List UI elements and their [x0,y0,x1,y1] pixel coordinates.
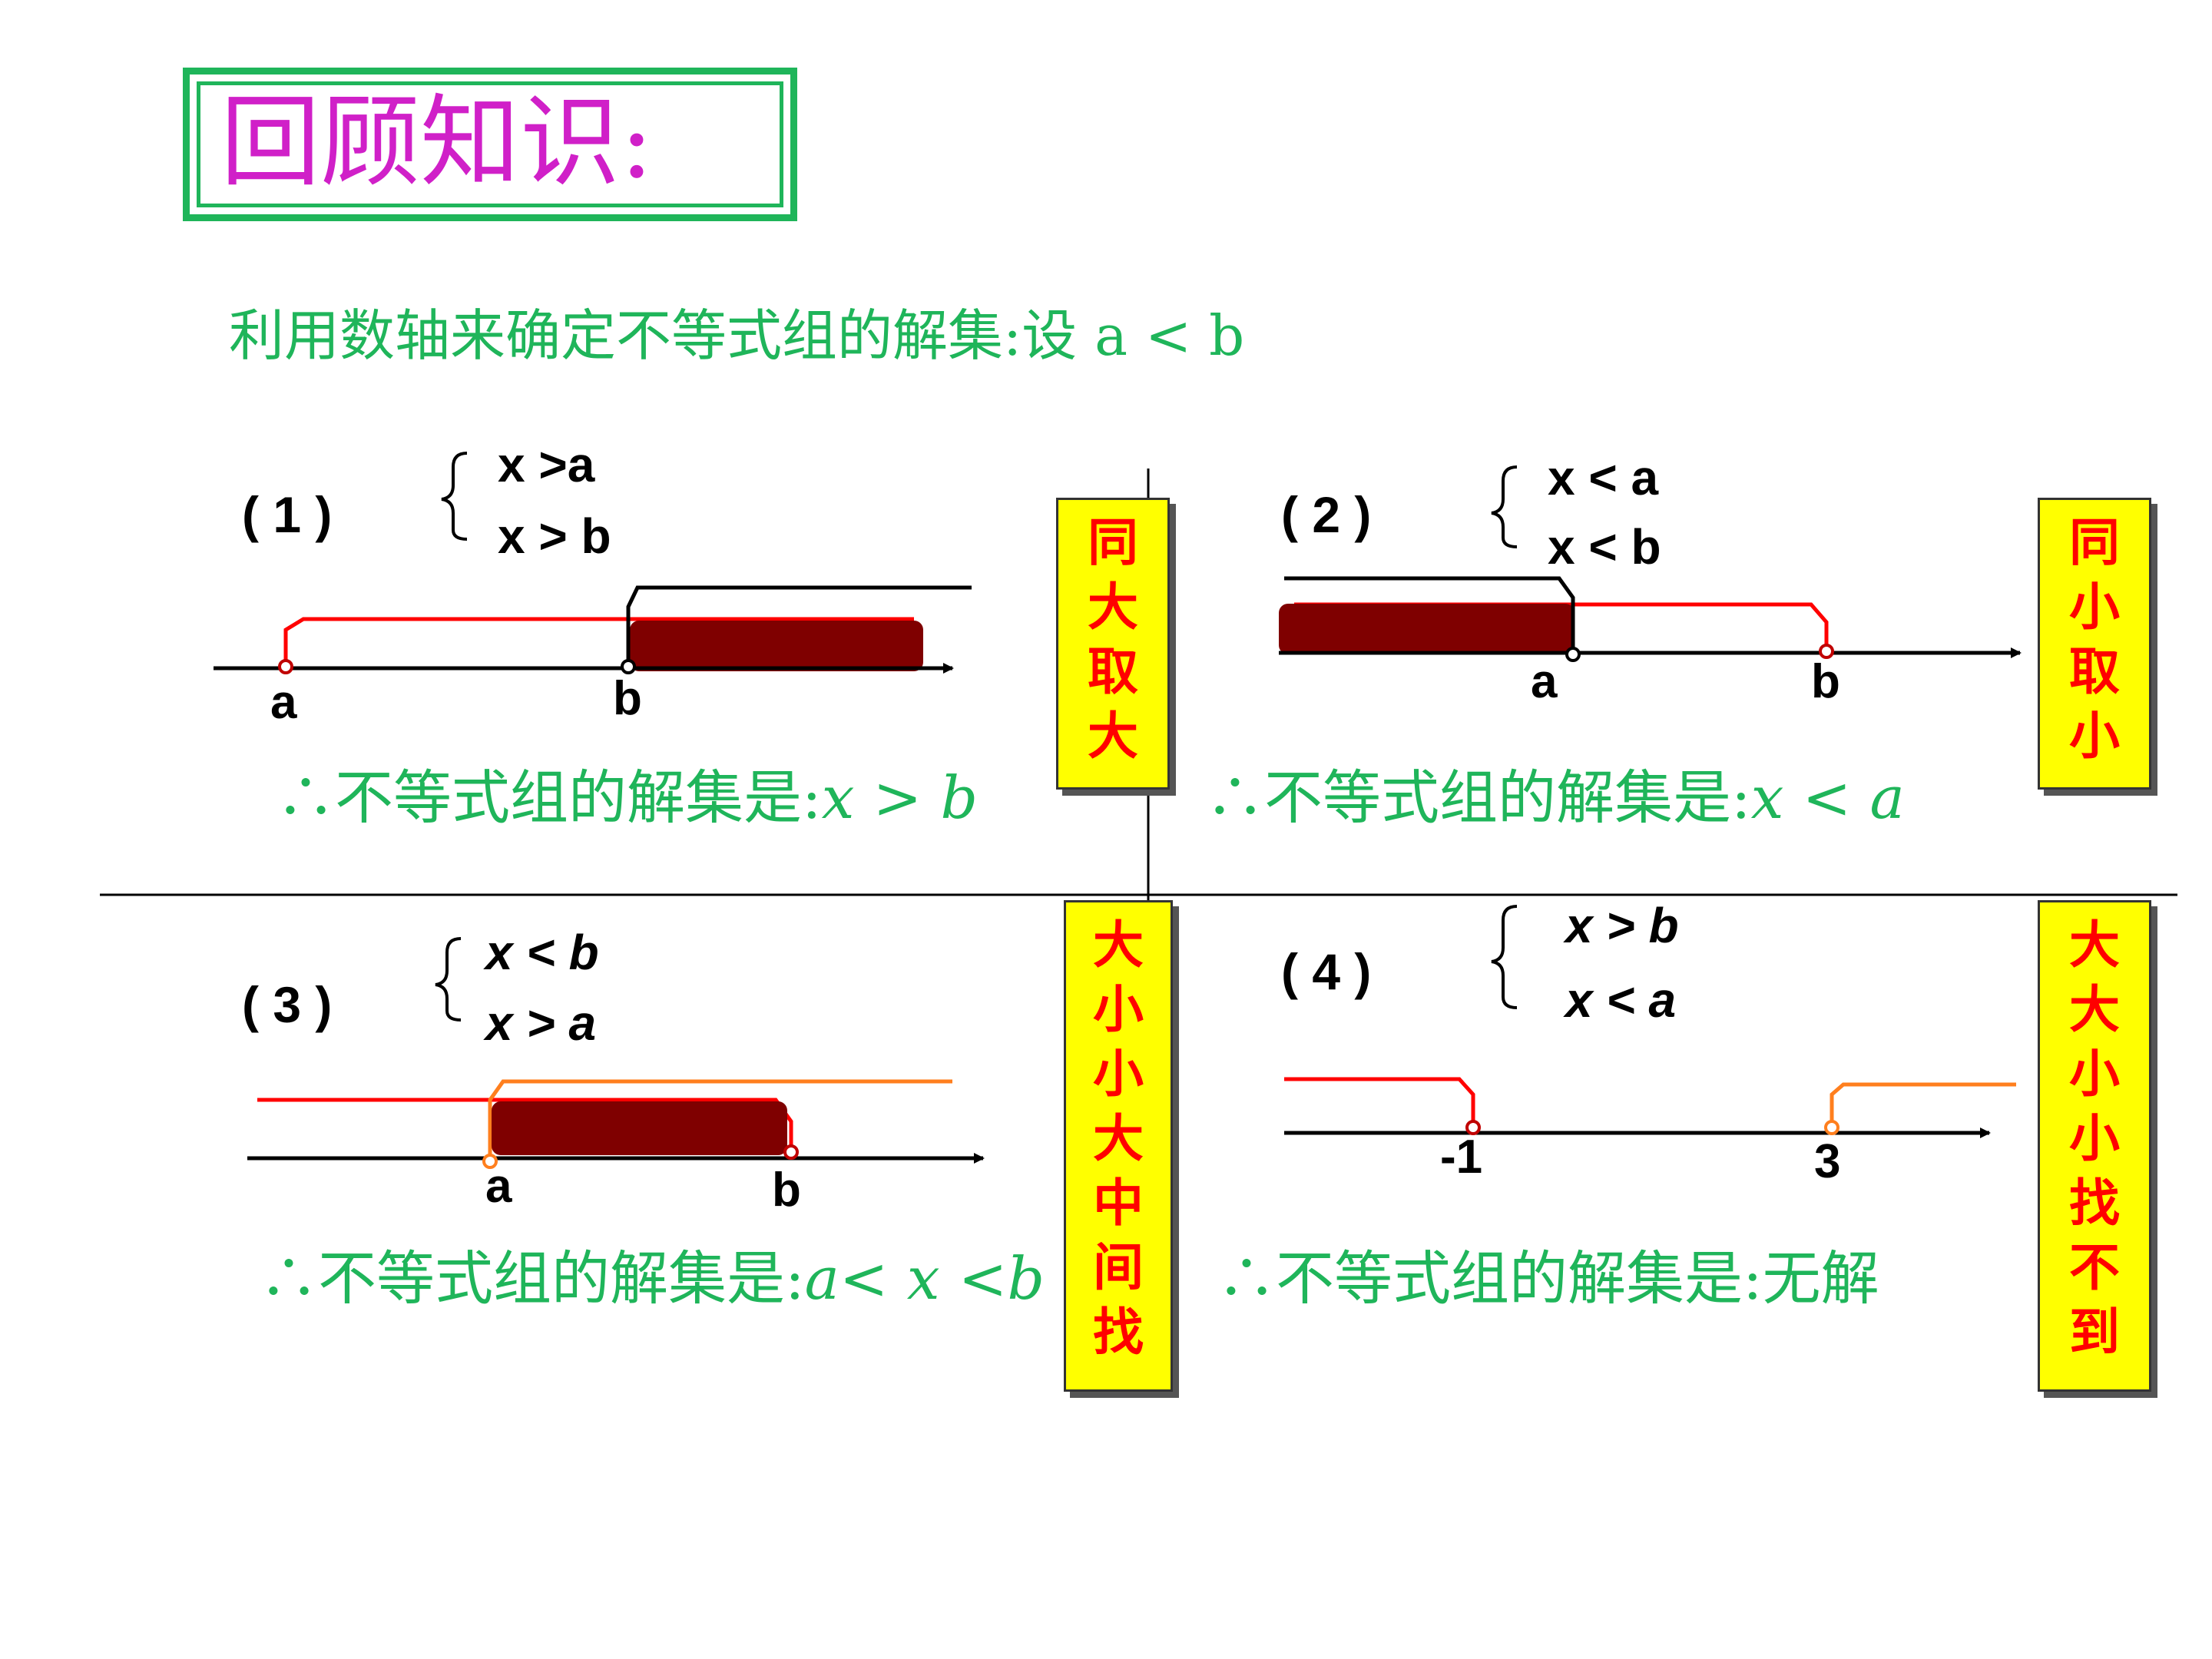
case4-axis-label-3: 3 [1814,1135,1841,1188]
rule4-char-6: 不 [2069,1238,2120,1297]
case2-black-bracket [1284,576,1575,651]
case3-point-a [482,1154,498,1169]
case3-label: ( 3 ) [242,976,333,1033]
case4-number-line [1284,1077,2016,1138]
rule3-char-1: 大 [1093,916,1144,975]
case1-solution: ∴不等式组的解集是:x > b [276,763,978,833]
rule3-char-7: 找 [1093,1303,1144,1362]
page-title: 回顾知识: [220,84,654,200]
case4-solution: ∴不等式组的解集是:无解 [1217,1244,1879,1313]
case2-axis-label-b: b [1811,655,1840,708]
case4-axis-label-minus1: -1 [1440,1131,1483,1184]
rule-label-case4: 大 大 小 小 找 不 到 [2038,900,2151,1392]
rule4-char-1: 大 [2069,916,2120,975]
case1-inequality-1: x >a [498,437,595,492]
rule-label-case1: 同 大 取 大 [1056,498,1170,790]
case3-axis-label-a: a [485,1160,512,1213]
case1-brace [441,452,468,541]
case2-label: ( 2 ) [1281,486,1372,543]
case4-label: ( 4 ) [1281,943,1372,1000]
case1-number-line [214,585,972,674]
case4-point-3 [1824,1120,1839,1135]
case3-axis-label-b: b [772,1164,801,1217]
case3-orange-ray [488,1079,952,1156]
case3-solution-prefix: ∴不等式组的解集是: [260,1244,805,1313]
rule3-char-4: 大 [1093,1109,1144,1168]
rule4-char-7: 到 [2069,1303,2120,1362]
rule3-char-6: 间 [1093,1238,1144,1297]
case4-point-minus1 [1465,1120,1481,1135]
rule1-char-2: 大 [1088,578,1138,637]
rule2-char-2: 小 [2069,578,2120,637]
case1-solution-bar [630,621,923,671]
rule3-char-3: 小 [1093,1045,1144,1104]
case3-inequality-1: x < b [485,925,599,980]
case2-solution-prefix: ∴不等式组的解集是: [1206,763,1751,832]
case2-solution-bar [1279,604,1575,654]
case2-solution-math: x < a [1750,763,1905,832]
case3-solution-math: a< x <b [804,1244,1045,1313]
case4-red-ray [1284,1077,1475,1125]
title-inner-border [197,81,783,207]
case4-inequality-1: x > b [1565,898,1679,953]
case3-solution: ∴不等式组的解集是:a< x <b [260,1244,1045,1313]
case2-inequality-1: x < a [1548,450,1659,505]
case1-label: ( 1 ) [242,486,333,543]
rule4-char-2: 大 [2069,980,2120,1039]
case3-brace [435,937,462,1022]
case1-black-bracket [626,585,972,667]
case3-solution-bar [492,1101,787,1155]
case1-inequality-2: x > b [498,508,611,564]
case1-point-b [621,659,636,674]
case3-point-b [783,1144,799,1160]
case1-solution-prefix: ∴不等式组的解集是: [276,763,822,832]
case2-axis-label-a: a [1531,655,1558,708]
rule1-char-1: 同 [1088,513,1138,572]
rule3-char-5: 中 [1093,1174,1144,1233]
rule1-char-3: 取 [1088,642,1138,701]
case1-axis-label-a: a [270,676,297,729]
rule3-char-2: 小 [1093,980,1144,1039]
rule-label-case2: 同 小 取 小 [2038,498,2151,790]
rule1-char-4: 大 [1088,707,1138,766]
case1-axis-label-b: b [613,672,642,725]
rule4-char-3: 小 [2069,1045,2120,1104]
case1-red-bracket [283,617,914,667]
rule2-char-4: 小 [2069,707,2120,766]
case4-brace [1491,905,1518,1009]
rule-label-case3: 大 小 小 大 中 间 找 [1064,900,1173,1392]
rule4-char-5: 找 [2069,1174,2120,1233]
title-box: 回顾知识: [183,68,797,221]
case2-solution: ∴不等式组的解集是:x < a [1206,763,1905,833]
case2-point-b [1819,644,1834,659]
case3-inequality-2: x > a [485,995,597,1051]
case4-orange-ray [1830,1082,2016,1125]
case3-number-line [247,1079,985,1169]
case1-solution-math: x > b [821,763,979,832]
case4-solution-math: 无解 [1762,1244,1879,1313]
case2-number-line [1279,576,2022,662]
intro-text: 利用数轴来确定不等式组的解集:设 a < b [229,303,1245,368]
rule2-char-3: 取 [2069,642,2120,701]
case1-point-a [278,659,293,674]
rule4-char-4: 小 [2069,1109,2120,1168]
case2-brace [1491,465,1518,548]
case4-inequality-2: x < a [1565,972,1677,1028]
case2-point-a [1565,647,1581,662]
case4-solution-prefix: ∴不等式组的解集是: [1217,1244,1763,1313]
case2-inequality-2: x < b [1548,519,1661,575]
rule2-char-1: 同 [2069,513,2120,572]
